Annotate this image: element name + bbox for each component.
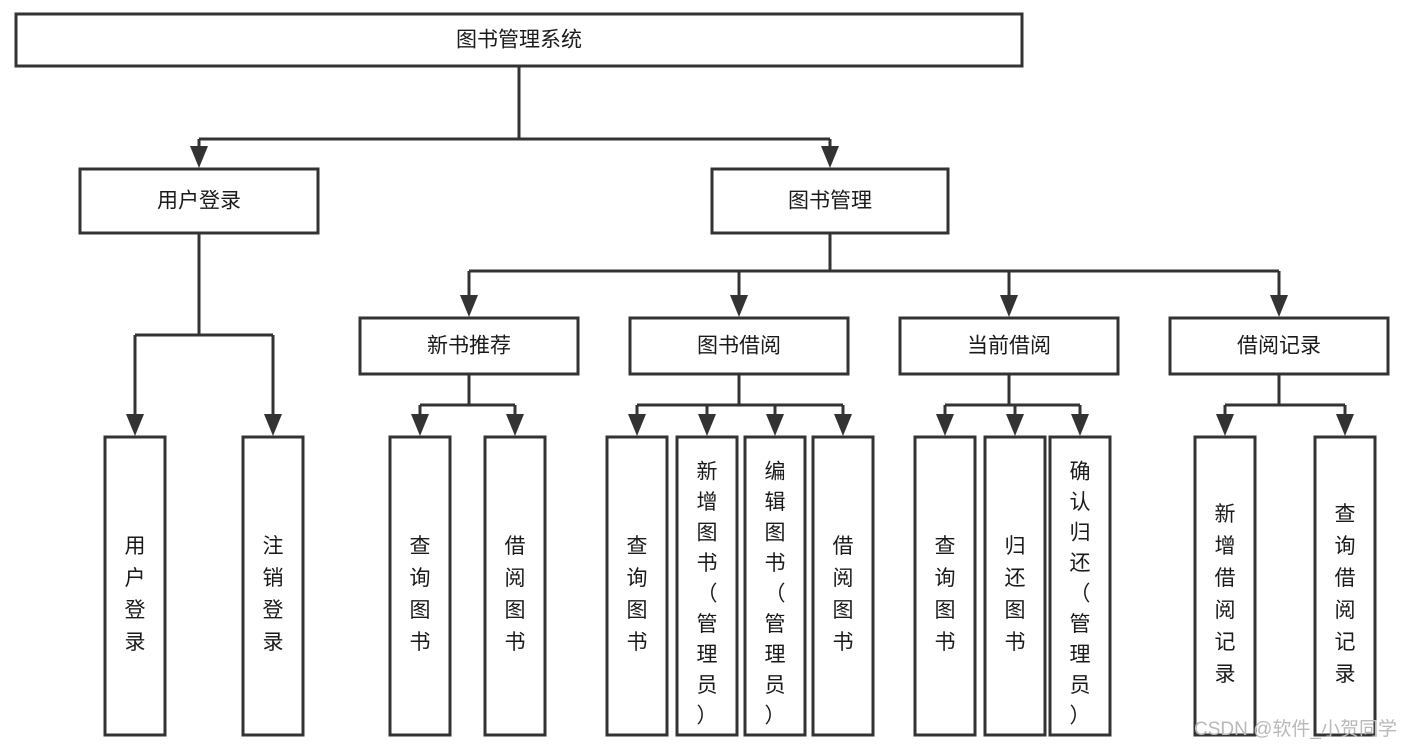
arrow-head-icon <box>936 414 954 436</box>
arrow-head-icon <box>1071 414 1089 436</box>
node-box <box>103 435 167 737</box>
node-box <box>388 435 452 737</box>
node-label: 用户登录 <box>157 190 241 213</box>
node-label: 借阅图书 <box>833 535 854 654</box>
leaf-leaf-borrow-book[interactable]: 借阅图书 <box>811 435 875 737</box>
node-current-borrow[interactable]: 当前借阅 <box>898 316 1120 376</box>
leaf-leaf-edit-book-admin[interactable]: 编辑图书（管理员） <box>743 435 807 737</box>
node-box <box>14 12 1024 68</box>
arrow-head-icon <box>460 295 478 317</box>
csdn-watermark: CSDN @软件_小贺同学 <box>1194 719 1397 740</box>
node-box <box>1048 435 1112 737</box>
node-box <box>628 316 850 376</box>
arrow-head-icon <box>821 146 839 168</box>
node-box <box>811 435 875 737</box>
node-label: 图书管理系统 <box>456 29 582 52</box>
arrow-head-icon <box>628 414 646 436</box>
node-box <box>483 435 547 737</box>
node-user-login[interactable]: 用户登录 <box>78 167 320 235</box>
node-box <box>358 316 580 376</box>
arrow-head-icon <box>126 414 144 436</box>
node-label: 新增图书（管理员） <box>697 460 718 727</box>
node-new-book-recommend[interactable]: 新书推荐 <box>358 316 580 376</box>
leaf-leaf-query-book-borrow[interactable]: 查询图书 <box>605 435 669 737</box>
node-box <box>241 435 305 737</box>
node-label: 当前借阅 <box>967 335 1051 358</box>
node-label: 查询借阅记录 <box>1335 503 1356 686</box>
node-label: 查询图书 <box>935 535 956 654</box>
arrow-head-icon <box>264 414 282 436</box>
node-box <box>675 435 739 737</box>
node-label: 新书推荐 <box>427 335 511 358</box>
node-box <box>1193 435 1257 737</box>
node-box <box>983 435 1047 737</box>
node-box <box>1168 316 1390 376</box>
node-label: 图书管理 <box>788 190 872 213</box>
leaf-leaf-logout[interactable]: 注销登录 <box>241 435 305 737</box>
arrow-head-icon <box>1336 414 1354 436</box>
node-box <box>898 316 1120 376</box>
node-box <box>605 435 669 737</box>
arrow-head-icon <box>698 414 716 436</box>
leaf-leaf-query-book-current[interactable]: 查询图书 <box>913 435 977 737</box>
node-box <box>78 167 320 235</box>
arrow-head-icon <box>834 414 852 436</box>
node-label: 查询图书 <box>410 535 431 654</box>
arrow-head-icon <box>411 414 429 436</box>
leaf-leaf-add-book-admin[interactable]: 新增图书（管理员） <box>675 435 739 737</box>
arrow-head-icon <box>506 414 524 436</box>
node-box <box>743 435 807 737</box>
arrow-head-icon <box>1006 414 1024 436</box>
leaf-leaf-return-book[interactable]: 归还图书 <box>983 435 1047 737</box>
node-label: 确认归还（管理员） <box>1070 460 1091 727</box>
arrow-head-icon <box>190 146 208 168</box>
node-label: 查询图书 <box>627 535 648 654</box>
node-borrow-record[interactable]: 借阅记录 <box>1168 316 1390 376</box>
node-box <box>913 435 977 737</box>
arrow-head-icon <box>730 295 748 317</box>
node-label: 新增借阅记录 <box>1215 503 1236 686</box>
node-book-borrow[interactable]: 图书借阅 <box>628 316 850 376</box>
leaf-leaf-query-borrow-record[interactable]: 查询借阅记录 <box>1313 435 1377 737</box>
node-label: 借阅记录 <box>1237 335 1321 358</box>
node-box <box>710 167 950 235</box>
node-label: 编辑图书（管理员） <box>765 460 786 727</box>
leaf-leaf-query-book-new[interactable]: 查询图书 <box>388 435 452 737</box>
arrow-head-icon <box>1000 295 1018 317</box>
node-label: 用户登录 <box>125 535 146 654</box>
node-layer: 图书管理系统用户登录图书管理新书推荐图书借阅当前借阅借阅记录用户登录注销登录查询… <box>14 12 1390 737</box>
node-label: 归还图书 <box>1005 535 1026 654</box>
node-label: 图书借阅 <box>697 335 781 358</box>
node-label: 注销登录 <box>263 535 284 654</box>
node-book-management[interactable]: 图书管理 <box>710 167 950 235</box>
arrow-head-icon <box>766 414 784 436</box>
leaf-leaf-borrow-book-new[interactable]: 借阅图书 <box>483 435 547 737</box>
node-root-system[interactable]: 图书管理系统 <box>14 12 1024 68</box>
leaf-leaf-add-borrow-record[interactable]: 新增借阅记录 <box>1193 435 1257 737</box>
leaf-leaf-confirm-return-admin[interactable]: 确认归还（管理员） <box>1048 435 1112 737</box>
connector-layer <box>126 66 1354 436</box>
arrow-head-icon <box>1270 295 1288 317</box>
node-label: 借阅图书 <box>505 535 526 654</box>
leaf-leaf-user-login[interactable]: 用户登录 <box>103 435 167 737</box>
arrow-head-icon <box>1216 414 1234 436</box>
node-box <box>1313 435 1377 737</box>
